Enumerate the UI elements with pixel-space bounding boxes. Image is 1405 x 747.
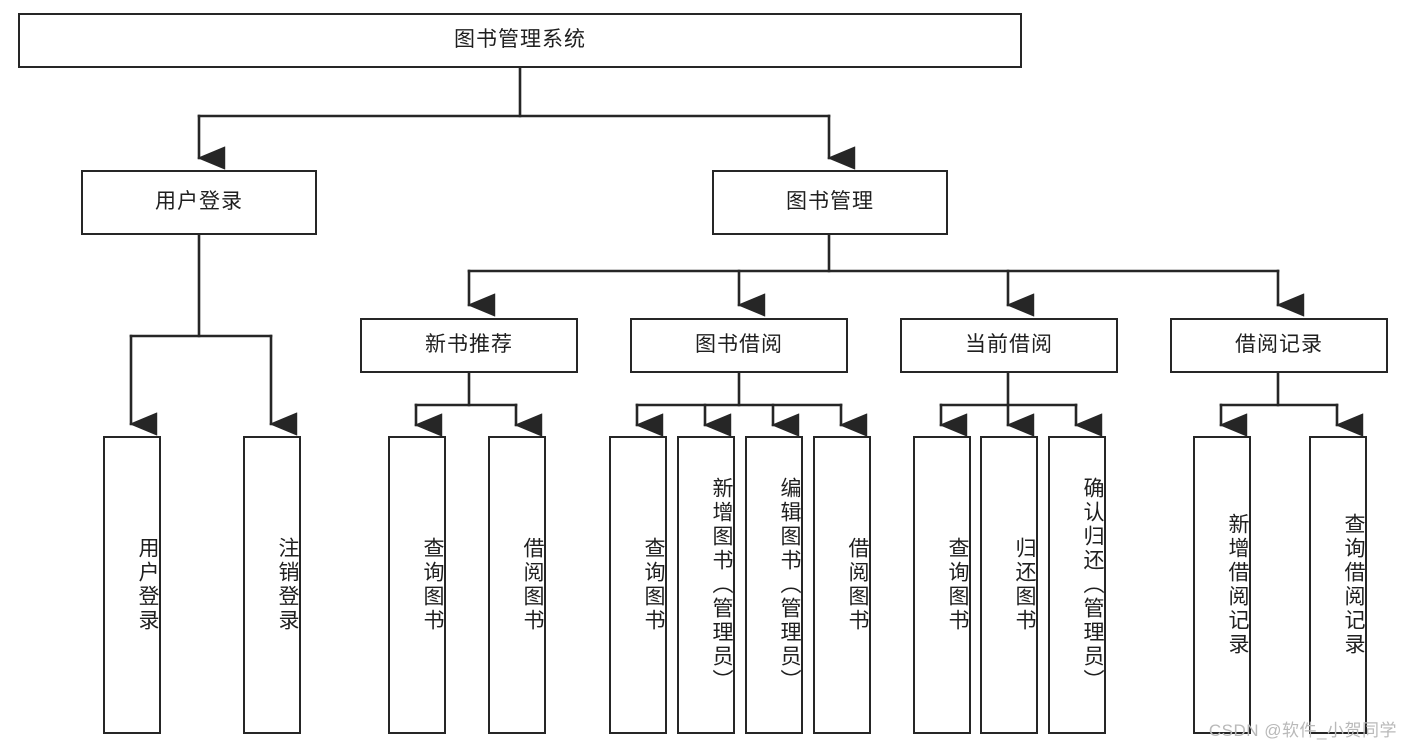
node-root-label: 图书管理系统	[454, 28, 586, 52]
node-leaf-query-book-1-label: 查询图书	[421, 537, 444, 633]
node-leaf-borrow-book-2-label: 借阅图书	[846, 537, 869, 633]
node-leaf-add-record-label: 新增借阅记录	[1226, 513, 1249, 657]
node-user-login-label: 用户登录	[155, 190, 243, 214]
node-leaf-add-book-label: 新增图书（管理员）	[710, 477, 733, 693]
node-leaf-query-book-1[interactable]: 查询图书	[388, 436, 446, 734]
csdn-watermark: CSDN @软件_小贺同学	[1208, 721, 1397, 740]
node-leaf-user-logout-label: 注销登录	[276, 537, 299, 633]
node-leaf-user-login[interactable]: 用户登录	[103, 436, 161, 734]
node-book-manage-label: 图书管理	[786, 190, 874, 214]
node-book-borrow[interactable]: 图书借阅	[630, 318, 848, 373]
node-leaf-query-book-2[interactable]: 查询图书	[609, 436, 667, 734]
node-leaf-return-book[interactable]: 归还图书	[980, 436, 1038, 734]
node-leaf-add-record[interactable]: 新增借阅记录	[1193, 436, 1251, 734]
node-new-book-recommend[interactable]: 新书推荐	[360, 318, 578, 373]
node-leaf-query-record-label: 查询借阅记录	[1342, 513, 1365, 657]
node-leaf-user-login-label: 用户登录	[136, 537, 159, 633]
node-leaf-add-book[interactable]: 新增图书（管理员）	[677, 436, 735, 734]
node-leaf-confirm-return-label: 确认归还（管理员）	[1081, 477, 1104, 693]
node-leaf-edit-book-label: 编辑图书（管理员）	[778, 477, 801, 693]
node-leaf-confirm-return[interactable]: 确认归还（管理员）	[1048, 436, 1106, 734]
node-leaf-query-book-3-label: 查询图书	[946, 537, 969, 633]
node-leaf-borrow-book-2[interactable]: 借阅图书	[813, 436, 871, 734]
node-new-book-recommend-label: 新书推荐	[425, 333, 513, 357]
node-root[interactable]: 图书管理系统	[18, 13, 1022, 68]
node-leaf-query-book-3[interactable]: 查询图书	[913, 436, 971, 734]
node-leaf-query-book-2-label: 查询图书	[642, 537, 665, 633]
node-leaf-edit-book[interactable]: 编辑图书（管理员）	[745, 436, 803, 734]
node-leaf-borrow-book-1-label: 借阅图书	[521, 537, 544, 633]
node-borrow-record[interactable]: 借阅记录	[1170, 318, 1388, 373]
node-current-borrow[interactable]: 当前借阅	[900, 318, 1118, 373]
node-user-login[interactable]: 用户登录	[81, 170, 317, 235]
node-current-borrow-label: 当前借阅	[965, 333, 1053, 357]
node-leaf-user-logout[interactable]: 注销登录	[243, 436, 301, 734]
node-book-manage[interactable]: 图书管理	[712, 170, 948, 235]
node-leaf-borrow-book-1[interactable]: 借阅图书	[488, 436, 546, 734]
node-book-borrow-label: 图书借阅	[695, 333, 783, 357]
node-leaf-return-book-label: 归还图书	[1013, 537, 1036, 633]
node-borrow-record-label: 借阅记录	[1235, 333, 1323, 357]
node-leaf-query-record[interactable]: 查询借阅记录	[1309, 436, 1367, 734]
